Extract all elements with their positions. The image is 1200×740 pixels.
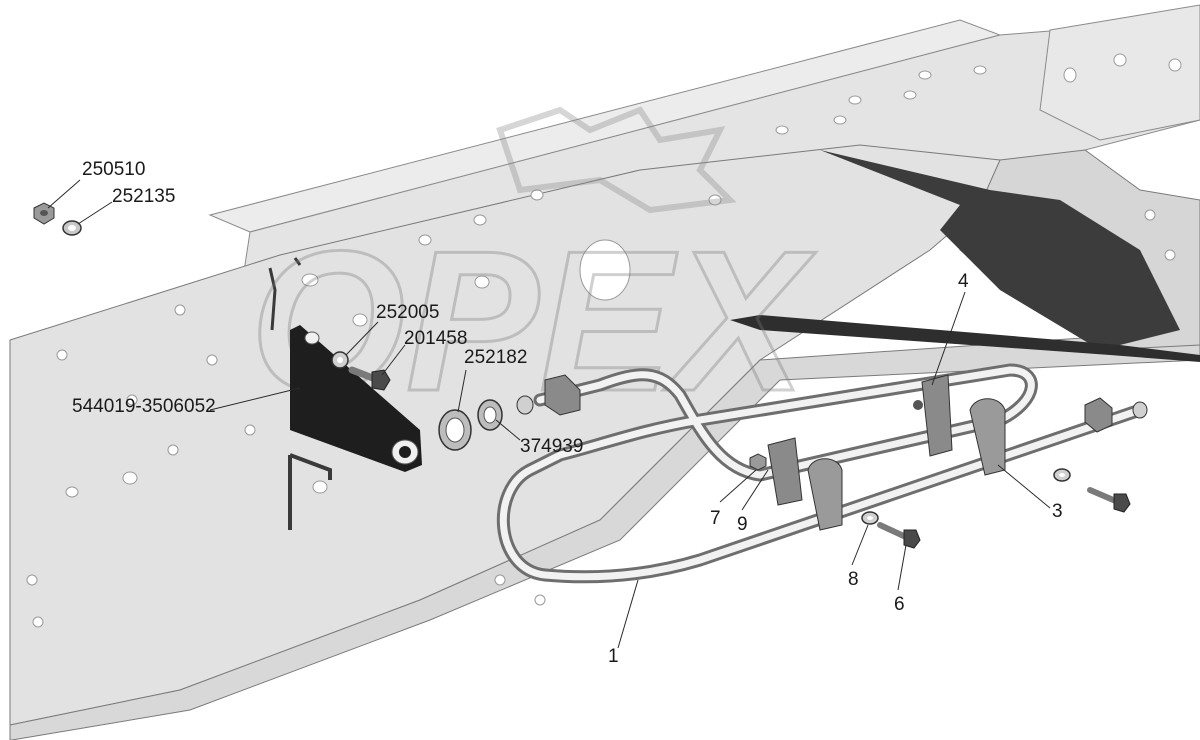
frame-slots <box>268 257 332 530</box>
label-252135: 252135 <box>112 186 175 207</box>
label-3: 3 <box>1052 501 1063 522</box>
label-252005: 252005 <box>376 302 439 323</box>
nut-7 <box>749 453 767 471</box>
label-252182: 252182 <box>464 347 527 368</box>
label-7: 7 <box>710 508 721 529</box>
label-1: 1 <box>608 646 619 667</box>
label-544019-3506052: 544019-3506052 <box>72 396 216 417</box>
mounting-bracket <box>290 325 422 472</box>
washer-right <box>1053 468 1071 482</box>
nut-250510 <box>33 202 55 225</box>
ring-252182 <box>438 409 472 451</box>
clamp-3 <box>807 398 1006 531</box>
plate-4 <box>767 374 953 506</box>
washer-252135 <box>62 220 82 236</box>
bolt-6 <box>877 522 921 549</box>
label-250510: 250510 <box>82 159 145 180</box>
label-4: 4 <box>958 271 969 292</box>
leader-lines <box>47 179 1051 649</box>
label-6: 6 <box>894 594 905 615</box>
bolt-201458 <box>348 366 391 391</box>
label-374939: 374939 <box>520 436 583 457</box>
tube-assembly <box>496 363 1148 584</box>
frame-holes <box>26 53 1182 628</box>
chassis-frame <box>9 4 1200 740</box>
washer-8 <box>861 511 879 525</box>
label-9: 9 <box>737 514 748 535</box>
bolt-right <box>1087 487 1131 513</box>
part-labels: 250510 252135 252005 201458 252182 54401… <box>72 159 1063 667</box>
label-8: 8 <box>848 569 859 590</box>
ring-374939 <box>477 399 503 431</box>
label-201458: 201458 <box>404 328 467 349</box>
washer-252005 <box>331 351 349 369</box>
